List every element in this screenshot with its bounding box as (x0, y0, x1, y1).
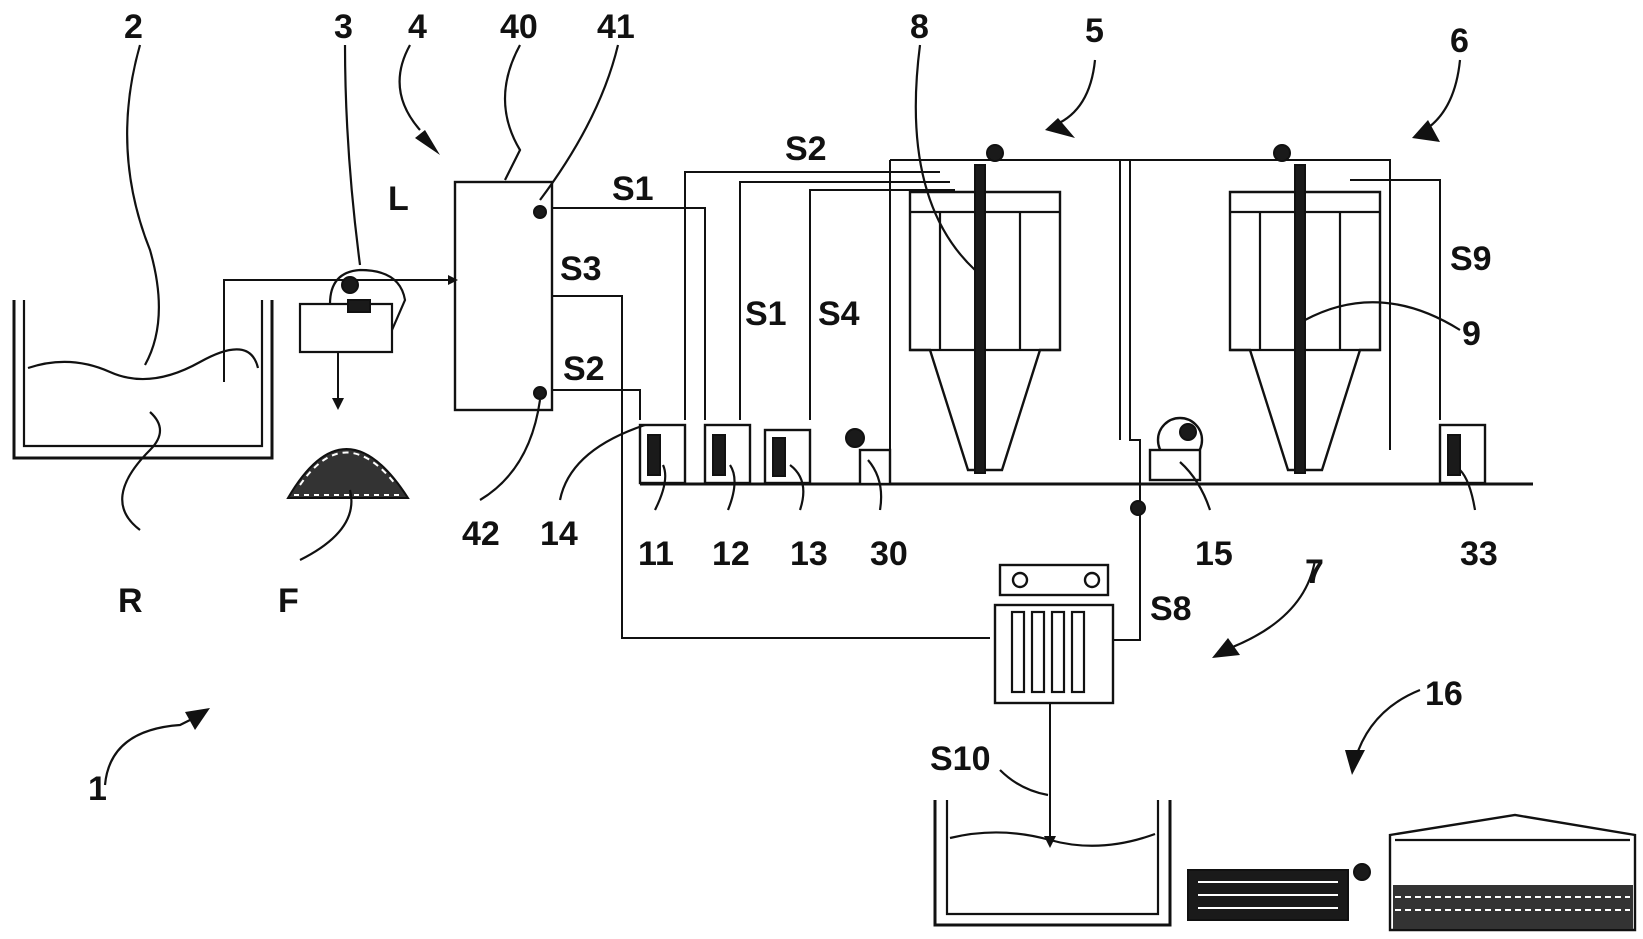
pumps-row (638, 423, 1487, 486)
label-41: 41 (597, 8, 635, 46)
label-15: 15 (1195, 535, 1233, 573)
label-5: 5 (1085, 12, 1104, 50)
label-40: 40 (500, 8, 538, 46)
label-3: 3 (334, 8, 353, 46)
label-30: 30 (870, 535, 908, 573)
unit-4-box (448, 180, 554, 412)
label-33: 33 (1460, 535, 1498, 573)
labels: 2 3 4 40 41 8 5 6 S2 S1 L S3 S9 S1 S4 9 … (88, 8, 1498, 808)
label-42: 42 (462, 515, 500, 553)
label-s1-top: S1 (612, 170, 654, 208)
tank-bottom (933, 800, 1172, 927)
separator-3 (298, 268, 407, 410)
label-s4: S4 (818, 295, 860, 333)
label-13: 13 (790, 535, 828, 573)
pump-15 (1130, 416, 1204, 516)
label-2: 2 (124, 8, 143, 46)
label-12: 12 (712, 535, 750, 573)
label-s1-mid: S1 (745, 295, 787, 333)
label-s10: S10 (930, 740, 991, 778)
label-l: L (388, 180, 409, 218)
label-14: 14 (540, 515, 578, 553)
label-16: 16 (1425, 675, 1463, 713)
label-7: 7 (1305, 553, 1324, 591)
label-s2-mid: S2 (563, 350, 605, 388)
label-f: F (278, 582, 299, 620)
label-8: 8 (910, 8, 929, 46)
label-1: 1 (88, 770, 107, 808)
label-s2-top: S2 (785, 130, 827, 168)
label-r: R (118, 582, 143, 620)
label-11: 11 (638, 535, 674, 573)
label-9: 9 (1462, 315, 1481, 353)
label-6: 6 (1450, 22, 1469, 60)
reactor-6 (1228, 144, 1382, 474)
leaders (103, 44, 1477, 797)
filter-unit-7 (993, 563, 1115, 705)
label-s8: S8 (1150, 590, 1192, 628)
label-4: 4 (408, 8, 427, 46)
label-s9: S9 (1450, 240, 1492, 278)
tank-r (12, 279, 455, 460)
solids-heap-f (286, 448, 410, 499)
reactor-5 (908, 144, 1062, 474)
unit-16 (1187, 813, 1637, 932)
label-s3: S3 (560, 250, 602, 288)
